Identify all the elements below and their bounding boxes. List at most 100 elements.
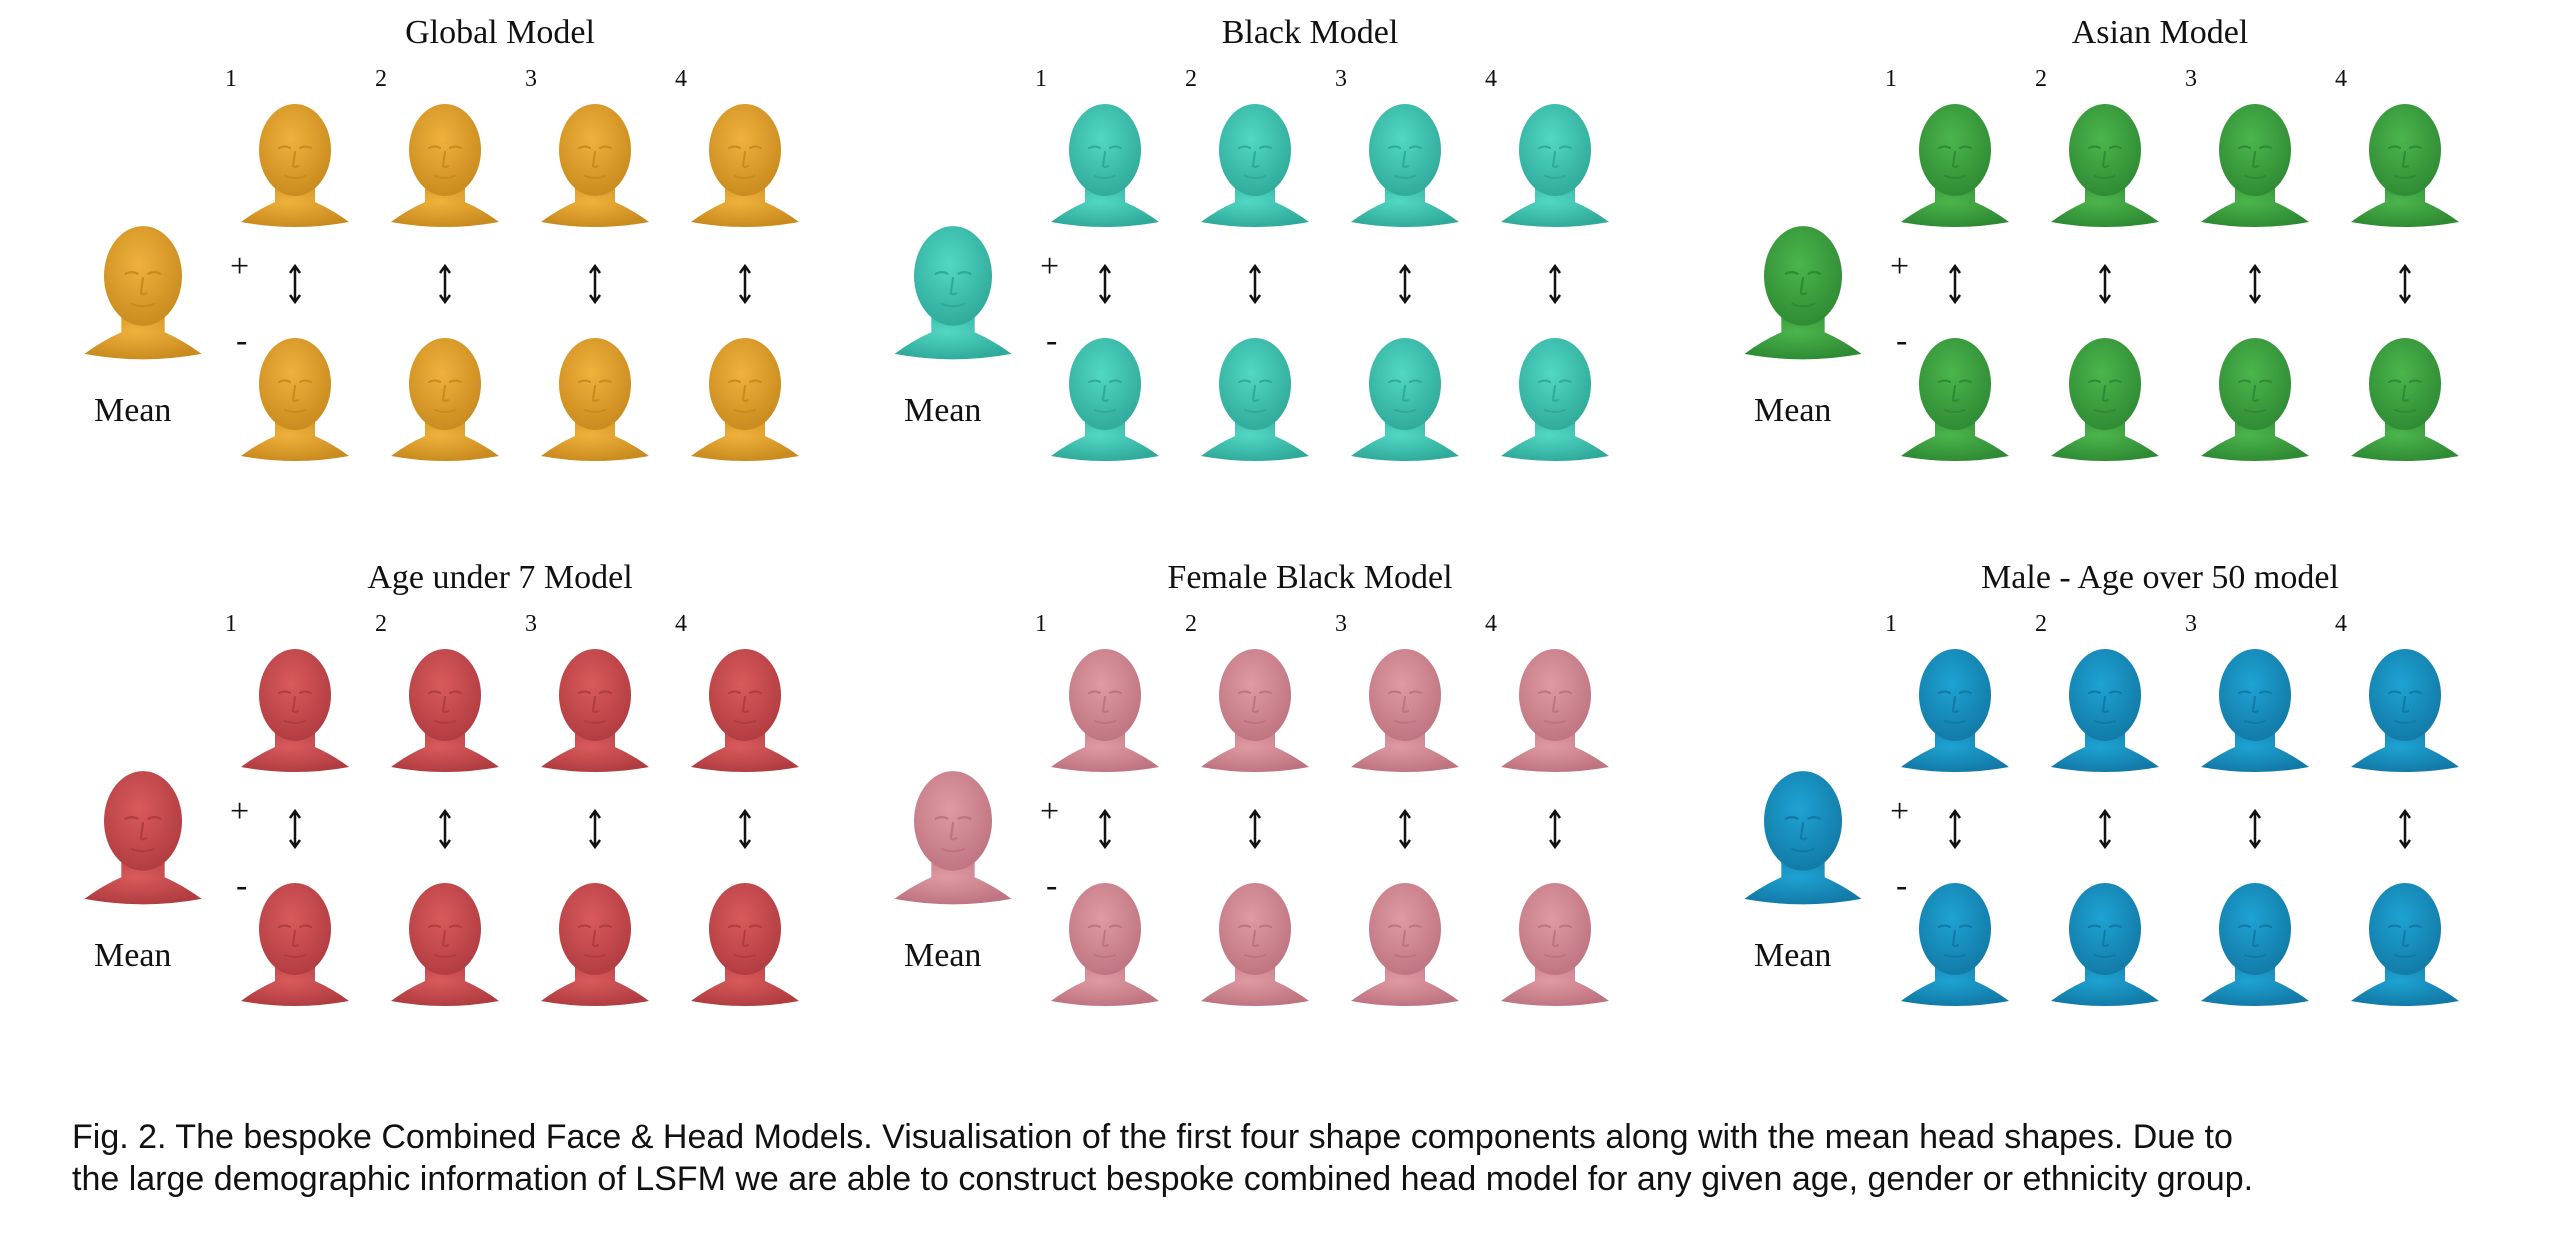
component-plus-head-image	[685, 72, 805, 259]
component-minus-head-image	[1045, 306, 1165, 493]
component-minus-head-image	[2345, 851, 2465, 1038]
component-minus-head-image	[385, 851, 505, 1038]
double-arrow-icon	[1397, 263, 1413, 309]
component-minus-head-image	[535, 306, 655, 493]
component-minus-head-image	[685, 851, 805, 1038]
double-arrow-icon	[2397, 808, 2413, 854]
panel-title: Female Black Model	[1167, 559, 1453, 596]
double-arrow-icon	[2247, 263, 2263, 309]
component-plus-head-image	[1895, 617, 2015, 804]
mean-head-image	[888, 200, 1018, 385]
double-arrow-icon	[737, 808, 753, 854]
double-arrow-icon	[737, 263, 753, 309]
component-plus-head-image	[685, 617, 805, 804]
mean-label: Mean	[1754, 392, 1832, 429]
panel-title: Age under 7 Model	[367, 559, 633, 596]
mean-label: Mean	[94, 937, 172, 974]
component-minus-head-image	[2345, 306, 2465, 493]
double-arrow-icon	[1547, 263, 1563, 309]
component-number: 3	[1335, 66, 1347, 92]
component-plus-head-image	[1045, 72, 1165, 259]
minus-sign: -	[1046, 867, 1058, 904]
component-number: 1	[1035, 611, 1047, 637]
double-arrow-icon	[1097, 808, 1113, 854]
mean-head-image	[1738, 745, 1868, 930]
component-minus-head-image	[2045, 851, 2165, 1038]
component-minus-head-image	[1495, 851, 1615, 1038]
component-plus-head-image	[535, 617, 655, 804]
panel-title: Asian Model	[2071, 14, 2249, 51]
plus-sign: +	[230, 793, 250, 830]
component-minus-head-image	[2195, 851, 2315, 1038]
component-number: 4	[1485, 66, 1497, 92]
component-minus-head-image	[1895, 851, 2015, 1038]
component-minus-head-image	[1345, 851, 1465, 1038]
component-minus-head-image	[2045, 306, 2165, 493]
double-arrow-icon	[1097, 263, 1113, 309]
mean-label: Mean	[94, 392, 172, 429]
component-minus-head-image	[1895, 306, 2015, 493]
component-plus-head-image	[535, 72, 655, 259]
double-arrow-icon	[437, 808, 453, 854]
plus-sign: +	[230, 248, 250, 285]
component-minus-head-image	[535, 851, 655, 1038]
component-plus-head-image	[1195, 72, 1315, 259]
double-arrow-icon	[287, 263, 303, 309]
plus-sign: +	[1040, 248, 1060, 285]
component-plus-head-image	[235, 72, 355, 259]
component-number: 2	[2035, 611, 2047, 637]
component-plus-head-image	[1495, 72, 1615, 259]
double-arrow-icon	[2097, 263, 2113, 309]
mean-head-image	[1738, 200, 1868, 385]
component-number: 1	[1885, 66, 1897, 92]
double-arrow-icon	[437, 263, 453, 309]
component-number: 2	[2035, 66, 2047, 92]
minus-sign: -	[1896, 322, 1908, 359]
component-number: 4	[675, 66, 687, 92]
double-arrow-icon	[1547, 808, 1563, 854]
caption-line-2: the large demographic information of LSF…	[72, 1160, 2254, 1198]
component-number: 4	[1485, 611, 1497, 637]
component-minus-head-image	[1195, 306, 1315, 493]
double-arrow-icon	[2247, 808, 2263, 854]
component-plus-head-image	[385, 72, 505, 259]
double-arrow-icon	[2397, 263, 2413, 309]
mean-head-image	[888, 745, 1018, 930]
component-number: 1	[1035, 66, 1047, 92]
caption-line-1: Fig. 2. The bespoke Combined Face & Head…	[72, 1118, 2233, 1156]
minus-sign: -	[236, 322, 248, 359]
panel-title: Global Model	[405, 14, 595, 51]
component-number: 1	[225, 66, 237, 92]
component-number: 3	[525, 611, 537, 637]
component-minus-head-image	[2195, 306, 2315, 493]
component-plus-head-image	[2045, 72, 2165, 259]
component-number: 3	[2185, 611, 2197, 637]
double-arrow-icon	[1247, 808, 1263, 854]
mean-label: Mean	[904, 392, 982, 429]
double-arrow-icon	[1247, 263, 1263, 309]
component-number: 3	[2185, 66, 2197, 92]
component-minus-head-image	[1345, 306, 1465, 493]
component-plus-head-image	[2195, 617, 2315, 804]
component-number: 2	[1185, 611, 1197, 637]
component-plus-head-image	[1345, 617, 1465, 804]
component-plus-head-image	[2045, 617, 2165, 804]
component-plus-head-image	[1895, 72, 2015, 259]
component-plus-head-image	[2195, 72, 2315, 259]
component-plus-head-image	[1195, 617, 1315, 804]
mean-head-image	[78, 200, 208, 385]
component-plus-head-image	[1045, 617, 1165, 804]
component-plus-head-image	[2345, 72, 2465, 259]
minus-sign: -	[1896, 867, 1908, 904]
plus-sign: +	[1040, 793, 1060, 830]
panel-title: Black Model	[1221, 14, 1399, 51]
component-minus-head-image	[1045, 851, 1165, 1038]
component-minus-head-image	[1495, 306, 1615, 493]
double-arrow-icon	[1947, 808, 1963, 854]
